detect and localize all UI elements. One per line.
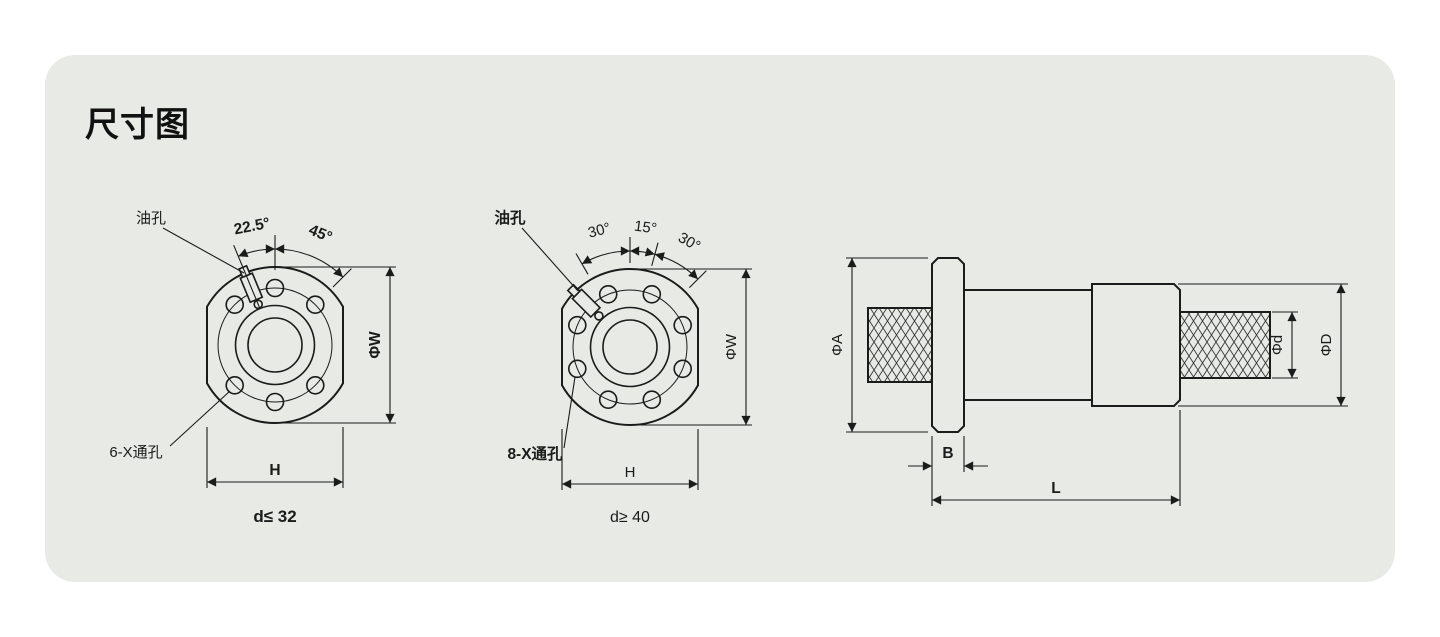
flange-outline — [206, 266, 344, 424]
dim-label-l: L — [1051, 480, 1060, 497]
bolt-holes — [568, 285, 692, 409]
oil-hole — [253, 299, 263, 310]
dim-phi-d-big: ΦD — [1178, 283, 1348, 407]
through-holes-label: 8-X通孔 — [507, 445, 563, 463]
nut-end-collar — [1091, 283, 1181, 407]
angle-label-45: 45° — [306, 222, 334, 247]
oil-hole-leader — [521, 227, 579, 292]
through-holes-leader — [169, 390, 231, 447]
angle-label-30-left: 30° — [586, 220, 612, 242]
oil-hole-label: 油孔 — [494, 208, 526, 227]
caption-d-le-32: d≤ 32 — [253, 507, 296, 526]
angle-arc-45 — [274, 244, 344, 278]
dim-label-phi-w: ΦW — [367, 331, 384, 359]
flange-front-view-6-hole: 22.5° 45° 油孔 ΦW H 6-X通孔 d≤ 32 — [109, 210, 396, 526]
dim-label-h: H — [625, 464, 636, 481]
angle-arc-15 — [629, 246, 655, 257]
bore-outer — [234, 304, 316, 386]
oil-hole-leader — [162, 227, 245, 274]
bolt-circle — [572, 289, 688, 405]
angle-arc-22-5 — [238, 244, 276, 258]
bore-outer — [589, 306, 671, 388]
bolt-holes — [225, 278, 325, 412]
nut-body — [963, 289, 1093, 401]
dim-phi-a: ΦA — [829, 257, 928, 433]
screw-shaft-right — [1179, 311, 1271, 379]
bore-inner — [602, 319, 658, 375]
oil-hole-label: 油孔 — [136, 210, 166, 227]
oil-hole — [594, 311, 604, 321]
dim-l: L — [932, 410, 1181, 506]
angle-arc-30-right — [654, 252, 699, 280]
dim-label-phi-w: ΦW — [723, 333, 740, 360]
oil-hole-fitting — [566, 283, 602, 319]
bore-inner — [247, 317, 303, 373]
bolt-circle — [217, 287, 333, 403]
angle-label-15: 15° — [633, 218, 658, 238]
angle-label-22-5: 22.5° — [232, 215, 271, 239]
dim-label-phi-d-big: ΦD — [1318, 333, 1335, 356]
dim-phi-d-small: Φd — [1269, 311, 1298, 379]
flange-front-view-8-hole: 30° 15° 30° 油孔 ΦW H 8-X通孔 d≥ 40 — [494, 208, 752, 526]
angle-arc-30-left — [581, 246, 631, 265]
caption-d-ge-40: d≥ 40 — [610, 509, 650, 526]
dim-label-b: B — [942, 445, 953, 462]
dim-h: H — [561, 429, 699, 490]
dim-label-h: H — [269, 462, 280, 479]
screw-shaft-left — [867, 307, 933, 383]
dim-label-phi-a: ΦA — [829, 334, 846, 356]
page-title: 尺寸图 — [85, 106, 190, 144]
through-holes-label: 6-X通孔 — [109, 444, 162, 461]
dim-phi-w: ΦW — [281, 266, 396, 424]
dim-phi-w: ΦW — [636, 268, 752, 426]
nut-side-view: ΦA Φd ΦD B L — [829, 257, 1348, 506]
dim-label-phi-d-small: Φd — [1269, 335, 1286, 355]
dim-h: H — [206, 427, 344, 488]
diagram-panel: 尺寸图 — [45, 55, 1395, 582]
angle-label-30-right: 30° — [675, 229, 703, 255]
through-holes-leader — [563, 376, 576, 449]
dim-b: B — [908, 436, 988, 506]
flange-side — [931, 257, 965, 433]
